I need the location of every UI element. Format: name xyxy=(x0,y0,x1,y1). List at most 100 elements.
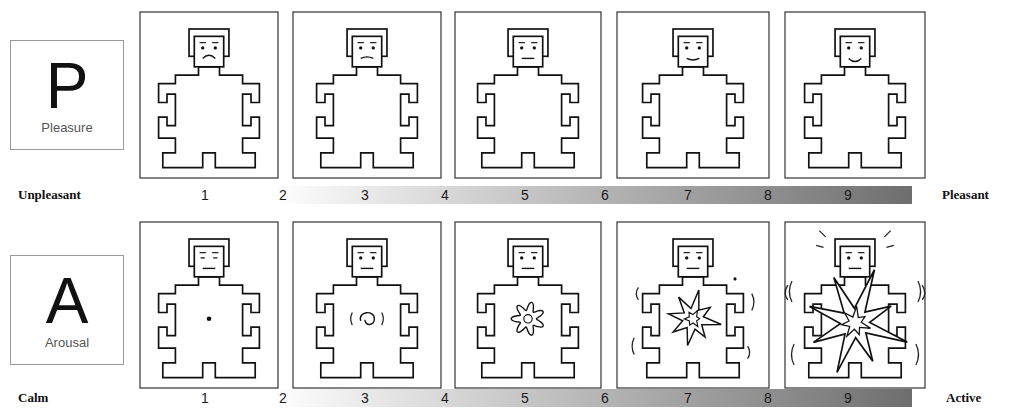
manikin-eye xyxy=(847,256,850,259)
manikin-brow xyxy=(200,42,206,43)
manikin-eye xyxy=(533,46,536,49)
arousal-core xyxy=(524,315,532,323)
manikin-brow xyxy=(370,252,376,253)
motion-line xyxy=(351,313,353,326)
manikin-eye xyxy=(520,46,523,49)
arousal-burst xyxy=(668,290,721,346)
motion-line xyxy=(916,344,919,365)
manikin xyxy=(317,239,418,378)
scale-end-label: Active xyxy=(946,390,981,406)
scale-name: Arousal xyxy=(45,335,89,351)
manikin-eye xyxy=(213,257,217,258)
arousal-dot xyxy=(207,316,212,321)
arousal-swirl xyxy=(360,313,374,325)
motion-line xyxy=(791,344,794,365)
manikin-panel xyxy=(455,222,601,388)
manikin-brow xyxy=(531,252,537,253)
manikin-face xyxy=(678,246,707,276)
manikin-panel xyxy=(293,12,441,178)
manikin-mouth xyxy=(687,58,700,60)
manikin-brow xyxy=(531,42,537,43)
manikin-brow xyxy=(858,252,864,253)
manikin-mouth xyxy=(522,268,535,269)
manikin-brow xyxy=(212,252,218,253)
manikin-eye xyxy=(847,46,850,49)
manikin-eye xyxy=(860,256,863,259)
scale-number: 6 xyxy=(601,390,609,406)
scale-bar xyxy=(272,389,912,407)
manikin-mouth xyxy=(687,268,700,269)
scale-number: 5 xyxy=(521,187,529,203)
arousal-core xyxy=(684,311,699,327)
manikin-face xyxy=(840,36,869,66)
manikin-eye xyxy=(860,46,863,49)
manikin-eye xyxy=(214,46,217,49)
manikin-brow xyxy=(858,42,864,43)
manikin-panel xyxy=(617,222,769,388)
manikin-mouth xyxy=(203,268,216,269)
scale-name: Pleasure xyxy=(41,120,92,136)
motion-line xyxy=(382,313,384,326)
manikin-body xyxy=(317,67,418,168)
motion-line xyxy=(785,285,788,300)
manikin-eye xyxy=(201,257,205,258)
arousal-core xyxy=(842,306,871,336)
manikin-mouth xyxy=(849,268,862,269)
scale-number: 6 xyxy=(601,187,609,203)
manikin-face xyxy=(513,246,542,276)
manikin-body xyxy=(805,277,906,378)
manikin-mouth xyxy=(849,58,862,61)
motion-line xyxy=(636,287,638,300)
manikin-face xyxy=(678,36,707,66)
motion-line xyxy=(887,245,894,247)
manikin-eye xyxy=(520,256,523,259)
manikin-body xyxy=(159,277,260,378)
manikin-panel xyxy=(785,222,925,388)
motion-line xyxy=(632,338,634,355)
scale-label-box: P Pleasure xyxy=(10,40,124,150)
manikin-mouth xyxy=(522,58,535,59)
manikin-face xyxy=(194,36,223,66)
manikin-body xyxy=(478,277,579,378)
arousal-flower xyxy=(511,302,543,335)
scale-letter: P xyxy=(46,54,89,118)
manikin-brow xyxy=(846,42,852,43)
manikin-brow xyxy=(358,42,364,43)
scale-number: 4 xyxy=(441,187,449,203)
manikin-brow xyxy=(200,252,206,253)
scale-end-label: Pleasant xyxy=(942,187,989,203)
manikin-body xyxy=(643,277,744,378)
scale-number: 4 xyxy=(441,390,449,406)
manikin-brow xyxy=(684,252,690,253)
manikin xyxy=(785,231,925,378)
manikin-eye xyxy=(201,46,204,49)
manikin xyxy=(643,29,744,168)
scale-end-label: Calm xyxy=(18,390,48,406)
motion-line xyxy=(884,231,890,237)
motion-line xyxy=(789,281,792,302)
manikin xyxy=(159,239,260,378)
scale-number: 5 xyxy=(521,390,529,406)
manikin-eye xyxy=(359,46,362,49)
manikin xyxy=(478,29,579,168)
scale-letter: A xyxy=(46,269,89,333)
scale-number: 7 xyxy=(684,187,692,203)
manikin xyxy=(159,29,260,168)
arousal-burst xyxy=(810,270,908,373)
manikin-panel xyxy=(140,222,278,388)
manikin-body xyxy=(805,67,906,168)
manikin-brow xyxy=(212,42,218,43)
manikin-brow xyxy=(846,252,852,253)
manikin-panel xyxy=(617,12,769,178)
manikin-body xyxy=(159,67,260,168)
manikin-face xyxy=(840,246,869,276)
manikin-face xyxy=(194,246,223,276)
manikin-mouth xyxy=(203,55,216,58)
scale-bar xyxy=(272,186,912,204)
scale-end-label: Unpleasant xyxy=(18,187,81,203)
manikin-eye xyxy=(372,46,375,49)
motion-line xyxy=(816,245,823,247)
